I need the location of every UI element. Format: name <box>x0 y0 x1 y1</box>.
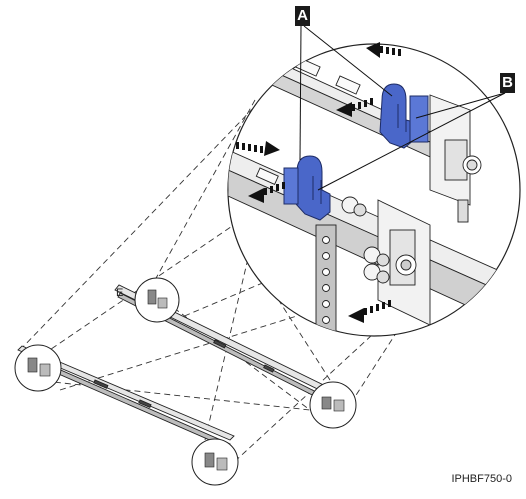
callout-label-a: A <box>295 6 310 26</box>
arrow-left-icon <box>336 98 373 117</box>
callout-label-b: B <box>500 73 515 93</box>
arrow-left-icon <box>348 300 391 323</box>
detail-circle-upper-left <box>134 277 180 323</box>
callout-b-leaders <box>317 92 506 191</box>
figure-id: IPHBF750-0 <box>451 473 512 485</box>
arrow-left-icon <box>366 42 401 58</box>
latch-lower <box>283 155 331 221</box>
callout-a-leaders <box>299 25 393 161</box>
arrow-right-icon <box>236 141 280 156</box>
arrow-left-icon <box>248 182 285 203</box>
detail-circle-upper-right <box>309 381 357 429</box>
detail-circle-lower-right <box>191 438 239 486</box>
svg-text:E: E <box>116 287 123 299</box>
detail-circle-lower-left <box>14 344 62 392</box>
latch-upper <box>379 83 429 149</box>
